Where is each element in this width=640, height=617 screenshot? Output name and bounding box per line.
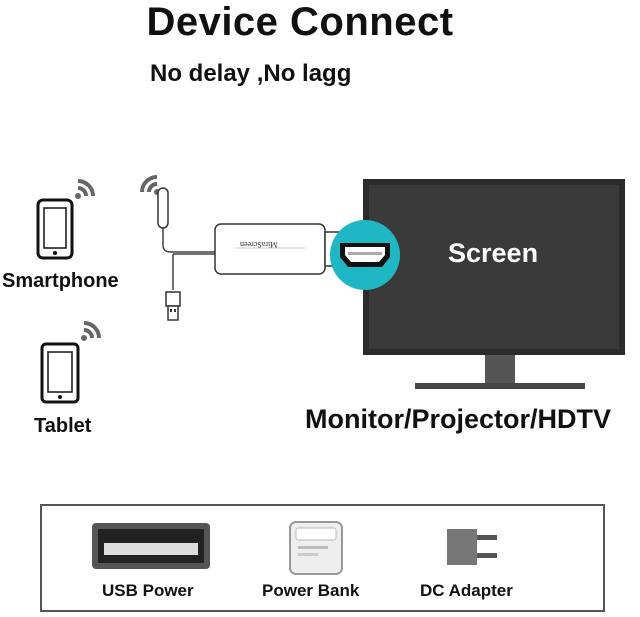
power-bank-label: Power Bank (262, 581, 360, 600)
usb-port-icon (92, 523, 210, 569)
wifi-signal-icon (81, 321, 101, 341)
hdmi-icon (340, 243, 390, 267)
dc-adapter-label: DC Adapter (420, 581, 513, 600)
power-bank-icon (289, 521, 343, 575)
power-options-box (40, 504, 605, 612)
dongle-brand-text: MiraScreen (240, 240, 278, 249)
monitor-icon (330, 179, 625, 389)
wifi-signal-icon (75, 179, 95, 199)
dc-adapter-icon (447, 529, 497, 565)
monitor-caption: Monitor/Projector/HDTV (305, 404, 612, 434)
page-title: Device Connect (146, 0, 454, 44)
usb-power-label: USB Power (102, 581, 194, 600)
smartphone-icon (36, 179, 95, 260)
screen-text: Screen (448, 238, 539, 268)
wireless-dongle (140, 175, 341, 321)
smartphone-label: Smartphone (2, 270, 119, 292)
tablet-icon (40, 321, 101, 404)
page-subtitle: No delay ,No lagg (150, 60, 352, 87)
tablet-label: Tablet (34, 415, 92, 437)
